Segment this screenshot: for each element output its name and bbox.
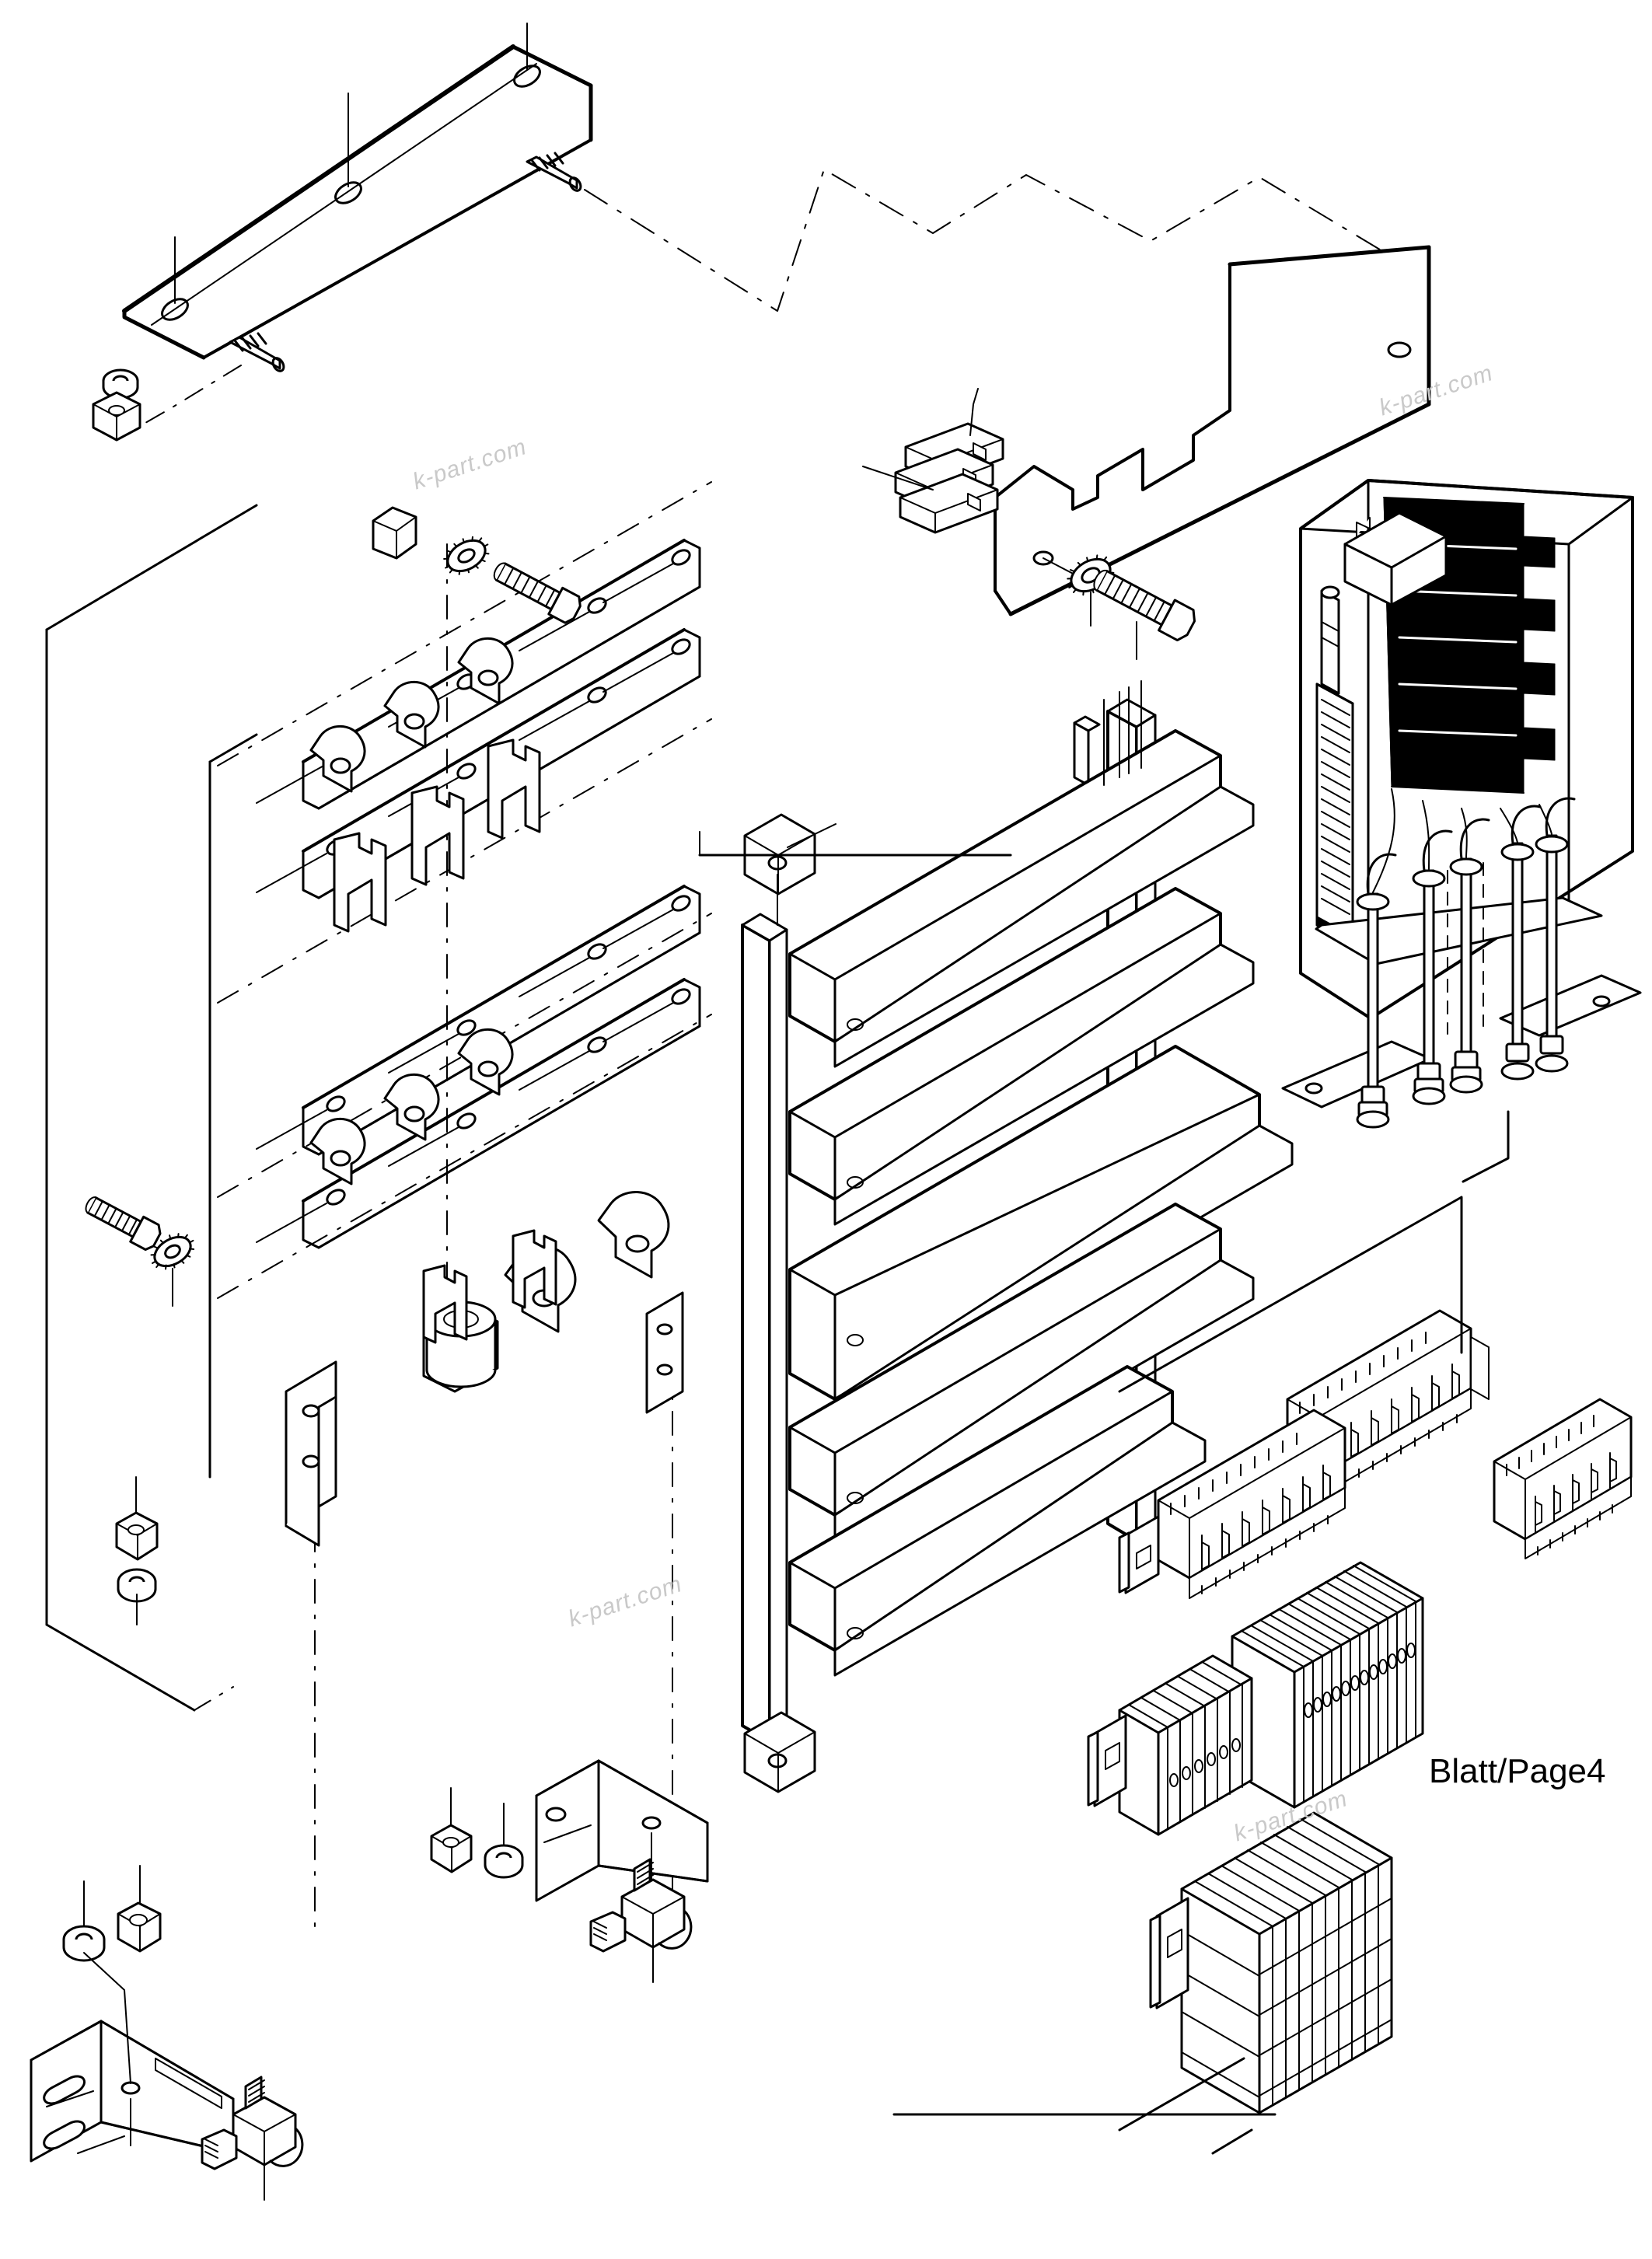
- rack-side-plate-left: [285, 1360, 337, 1547]
- p-clamp: [457, 637, 514, 705]
- ground-terminal-center: [589, 1858, 693, 1983]
- clip-bracket-group: [333, 738, 557, 1344]
- cable-gland-row: [1356, 797, 1576, 1129]
- terminal-strip-grid: [1149, 1811, 1393, 2114]
- hex-bolt-upper-center: [1093, 569, 1196, 660]
- page-reference-label: Blatt/Page4: [1429, 1752, 1606, 1790]
- ground-terminal-left: [201, 2076, 304, 2201]
- bottom-left-bracket: [30, 2020, 235, 2163]
- serrated-lock-washer-left: [150, 1233, 195, 1307]
- serrated-lock-washer-upper-left: [443, 536, 490, 575]
- connector-block-group: [862, 388, 1004, 534]
- top-mounting-rail: [122, 23, 593, 372]
- hex-bolt-upper-left-2: [493, 562, 582, 624]
- cable-clamp-group: [309, 637, 670, 1393]
- p-clamp: [309, 724, 366, 793]
- hex-bolt-left: [85, 1196, 162, 1251]
- p-clamp: [383, 1073, 440, 1141]
- hex-bolt-upper-left: [372, 506, 417, 560]
- terminal-block-assembly: [1087, 1309, 1633, 2114]
- nut-washer-stack-mid-left: [115, 1476, 159, 1625]
- nut-washer-stack-bottom-left: [62, 1865, 162, 2084]
- rack-mount-tab-bottom: [743, 1711, 816, 1793]
- p-clamp: [383, 680, 440, 749]
- top-left-nut-washer-stack: [92, 368, 141, 442]
- rail-stud-left: [229, 332, 285, 372]
- nut-washer-stack-bottom-center: [430, 1787, 524, 1879]
- relay-module-bank-lower-left: [1087, 1654, 1253, 1836]
- p-clamp-large: [597, 1191, 670, 1279]
- central-rack-frame: [741, 698, 1294, 1743]
- p-clamp: [457, 1028, 514, 1096]
- bottom-center-bracket: [535, 1759, 709, 1902]
- rail-stud-right: [526, 152, 582, 192]
- rack-side-plate: [645, 1291, 684, 1414]
- p-clamp: [309, 1117, 366, 1185]
- relay-module-bank: [1231, 1561, 1424, 1809]
- power-electronics-module: [1281, 479, 1642, 1129]
